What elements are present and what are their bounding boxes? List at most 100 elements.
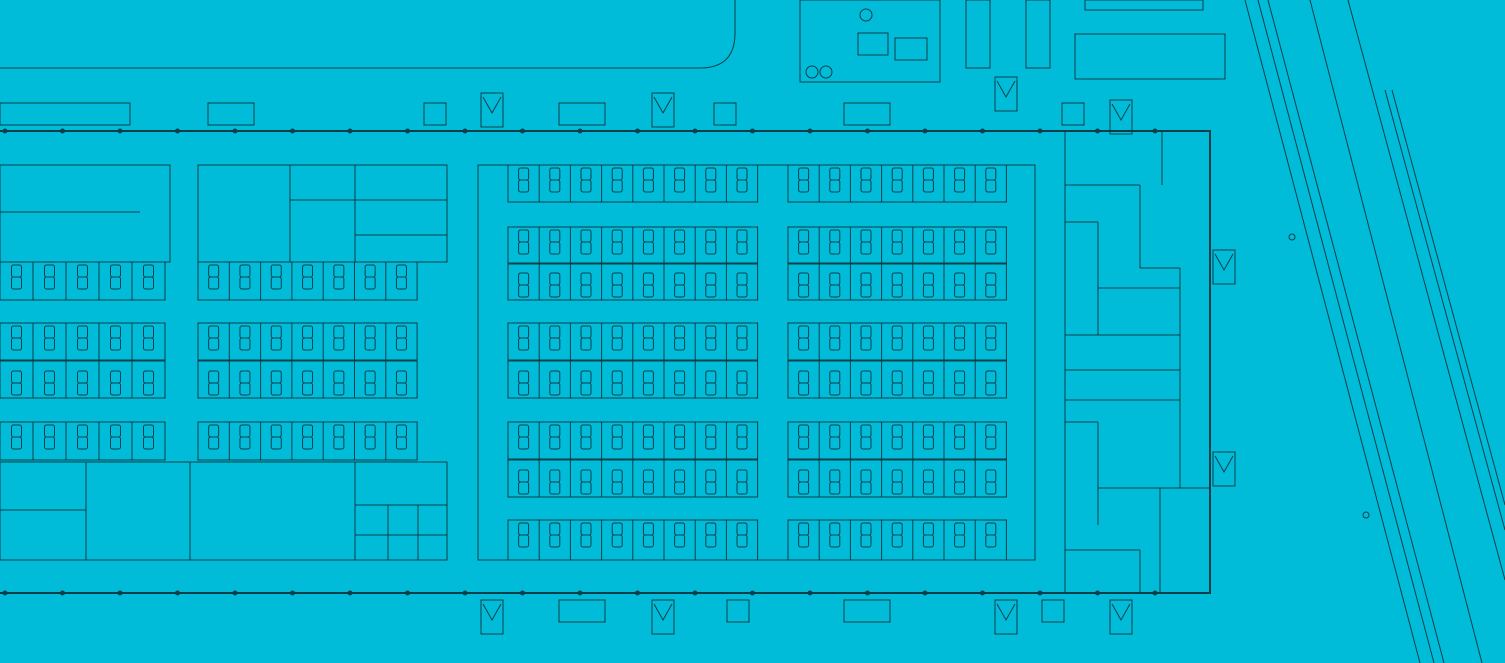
- unit-door: [549, 534, 561, 548]
- unit-row: [507, 164, 759, 203]
- unit-door: [891, 272, 903, 286]
- unit-door: [736, 370, 748, 384]
- unit-door: [954, 284, 966, 298]
- unit-door: [239, 424, 251, 438]
- unit-door: [705, 436, 717, 450]
- unit-door: [674, 167, 686, 181]
- unit-row: [507, 322, 759, 399]
- unit-row: [507, 519, 759, 561]
- unit-door: [736, 229, 748, 243]
- unit-door: [333, 325, 345, 339]
- exterior-pad: [423, 102, 447, 126]
- unit-door: [829, 382, 841, 396]
- unit-door: [642, 436, 654, 450]
- column-marker: [1095, 590, 1100, 596]
- unit-row: [197, 421, 418, 461]
- column-marker: [347, 590, 353, 596]
- unit-door: [580, 229, 592, 243]
- unit-door: [674, 241, 686, 255]
- loading-dock: [1212, 249, 1236, 285]
- unit-door: [611, 481, 623, 495]
- unit-door: [395, 325, 407, 339]
- unit-door: [549, 382, 561, 396]
- unit-door: [110, 276, 121, 290]
- unit-door: [985, 481, 997, 495]
- unit-door: [829, 522, 841, 536]
- unit-door: [549, 167, 561, 181]
- unit-door: [798, 469, 810, 483]
- column-marker: [290, 128, 295, 134]
- unit-door: [395, 370, 407, 384]
- exterior-pad: [726, 599, 750, 623]
- exterior-pad: [0, 102, 131, 126]
- unit-row: [197, 261, 418, 301]
- unit-door: [44, 370, 55, 384]
- unit-door: [270, 276, 282, 290]
- unit-door: [798, 272, 810, 286]
- unit-door: [611, 241, 623, 255]
- unit-door: [985, 284, 997, 298]
- unit-door: [798, 382, 810, 396]
- unit-door: [891, 325, 903, 339]
- unit-door: [44, 325, 55, 339]
- column-marker: [980, 590, 985, 596]
- unit-door: [611, 179, 623, 193]
- unit-door: [674, 229, 686, 243]
- unit-door: [860, 534, 872, 548]
- unit-door: [922, 337, 934, 351]
- unit-door: [829, 424, 841, 438]
- unit-door: [239, 370, 251, 384]
- unit-door: [302, 424, 314, 438]
- unit-door: [44, 382, 55, 396]
- unit-door: [364, 325, 376, 339]
- unit-door: [736, 167, 748, 181]
- unit-door: [674, 382, 686, 396]
- dock-leveler: [996, 603, 1016, 622]
- unit-door: [239, 325, 251, 339]
- unit-door: [985, 534, 997, 548]
- unit-row: [0, 322, 166, 399]
- unit-door: [891, 167, 903, 181]
- unit-door: [922, 382, 934, 396]
- unit-door: [580, 424, 592, 438]
- unit-door: [11, 276, 22, 290]
- unit-door: [705, 272, 717, 286]
- unit-door: [302, 436, 314, 450]
- unit-door: [860, 179, 872, 193]
- unit-door: [798, 284, 810, 298]
- exterior-pad: [713, 102, 737, 126]
- unit-door: [798, 424, 810, 438]
- unit-door: [891, 241, 903, 255]
- unit-door: [611, 229, 623, 243]
- unit-door: [891, 284, 903, 298]
- unit-door: [549, 370, 561, 384]
- unit-door: [11, 424, 22, 438]
- building-outline: [0, 0, 1211, 594]
- unit-door: [829, 337, 841, 351]
- exterior-pad: [558, 599, 606, 623]
- service-rooms: [0, 0, 1226, 594]
- unit-door: [954, 272, 966, 286]
- unit-door: [518, 325, 530, 339]
- unit-door: [364, 436, 376, 450]
- unit-door: [891, 469, 903, 483]
- unit-row: [787, 421, 1007, 498]
- unit-door: [239, 264, 251, 278]
- loading-dock: [480, 92, 504, 128]
- unit-row: [197, 322, 418, 399]
- unit-door: [985, 436, 997, 450]
- unit-door: [798, 481, 810, 495]
- unit-door: [364, 382, 376, 396]
- unit-door: [549, 522, 561, 536]
- unit-door: [860, 382, 872, 396]
- unit-door: [208, 276, 220, 290]
- column-marker: [462, 590, 468, 596]
- unit-door: [985, 337, 997, 351]
- column-marker: [865, 590, 870, 596]
- unit-door: [829, 179, 841, 193]
- exterior-pad: [558, 102, 606, 126]
- unit-door: [891, 179, 903, 193]
- unit-door: [860, 436, 872, 450]
- unit-door: [642, 179, 654, 193]
